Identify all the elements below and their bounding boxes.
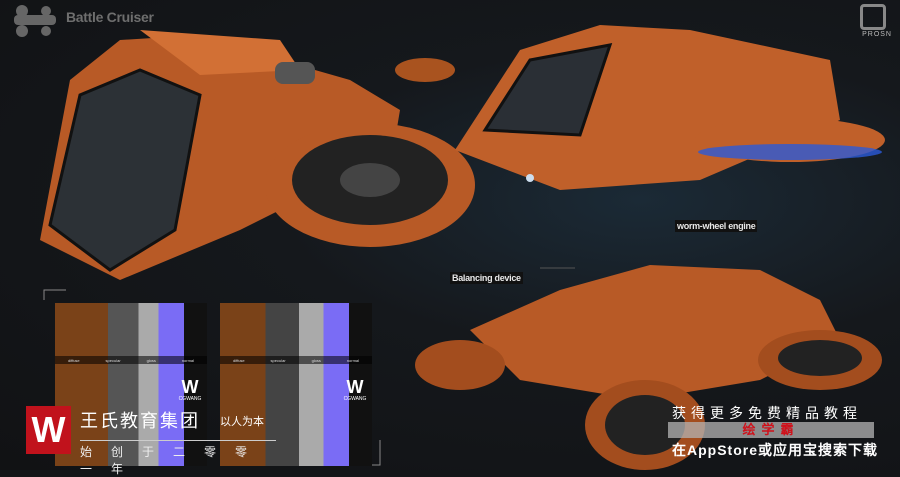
company-name: 王氏教育集团 (80, 411, 200, 431)
map-labels: diffuse specular gloss normal (220, 356, 372, 364)
worm-wheel-left (265, 58, 475, 247)
map-label: normal (346, 357, 360, 363)
promo-headline: 获得更多免费精品教程 (672, 405, 862, 421)
map-label: specular (270, 357, 286, 363)
map-label: gloss (311, 357, 321, 363)
founded-text: 始创于二零零一年 (80, 440, 276, 477)
map-label: diffuse (67, 357, 80, 363)
map-label: normal (181, 357, 195, 363)
cgwang-logo: CGWANG (178, 396, 202, 402)
cgwang-logo: CGWANG (343, 396, 367, 402)
battle-cruiser-icon (8, 3, 62, 39)
map-label: diffuse (232, 357, 245, 363)
callout-worm-wheel-engine: worm-wheel engine (675, 220, 758, 232)
page-title: Battle Cruiser (66, 9, 154, 25)
brand-name: PROSN (862, 31, 892, 38)
wangshi-logo: W (26, 406, 71, 454)
map-label: gloss (146, 357, 156, 363)
map-label: specular (105, 357, 121, 363)
prosn-logo-icon (860, 4, 886, 30)
ship-bottom-right (415, 265, 882, 470)
company-motto: 以人为本 (220, 416, 264, 428)
promo-download-text: 在AppStore或应用宝搜索下载 (672, 442, 878, 458)
frame-corner (43, 289, 66, 300)
promo-app-name: 绘学霸 (668, 422, 874, 438)
ship-top-right (455, 25, 885, 190)
callout-balancing-device: Balancing device (450, 272, 523, 284)
render-shape (14, 5, 56, 37)
map-labels: diffuse specular gloss normal (55, 356, 207, 364)
ship-top-left (40, 30, 400, 280)
